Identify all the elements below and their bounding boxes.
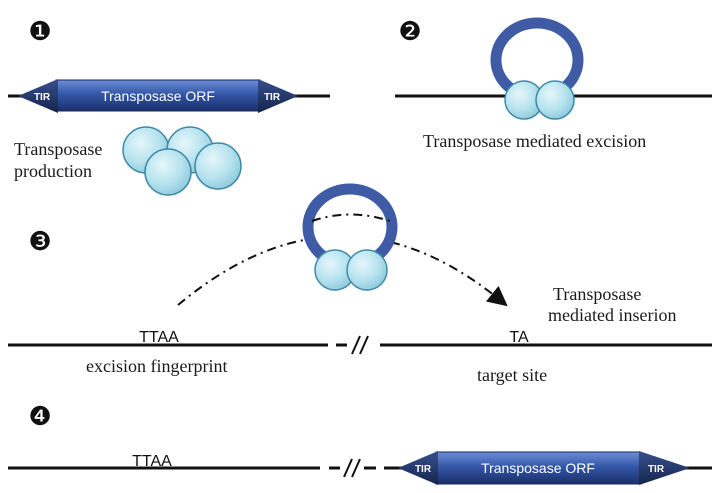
step-2-group: Transposase mediated excision <box>395 17 712 151</box>
tir-left-label-step1: TIR <box>34 92 51 103</box>
step-3-group: TTAA excision fingerprint TA target site… <box>8 183 712 385</box>
dna-break-mark-2a <box>343 458 353 478</box>
label-production-1: Transposase <box>14 139 102 159</box>
label-target-site: target site <box>477 365 547 385</box>
tir-right-label-step4: TIR <box>648 464 665 475</box>
label-fingerprint: excision fingerprint <box>86 356 227 376</box>
protein-step2-right <box>535 80 575 120</box>
transposase-proteins-step1 <box>122 126 242 196</box>
tir-left-step4 <box>398 451 438 485</box>
ttaa-step4-seq: TTAA <box>132 453 172 470</box>
ttaa-fingerprint-seq: TTAA <box>139 329 179 346</box>
step-4-group: TIR TIR Transposase ORF TTAA <box>8 451 712 485</box>
tir-left-step1 <box>18 79 58 113</box>
protein-step3-right <box>346 249 388 291</box>
dna-break-mark-2b <box>351 458 361 478</box>
step-3-marker: ❸ <box>28 226 51 256</box>
label-insertion-1: Transposase <box>553 284 641 304</box>
tir-right-label-step1: TIR <box>264 92 281 103</box>
dna-break-mark-1a <box>351 335 361 355</box>
protein-4 <box>194 142 242 190</box>
step-4-marker: ❹ <box>28 401 51 431</box>
step-1-group: TIR TIR Transposase ORF Transposase prod… <box>8 79 330 196</box>
transposase-orf-step4 <box>435 451 642 485</box>
ta-target-seq: TA <box>509 329 529 346</box>
protein-3 <box>144 148 192 196</box>
label-production-2: production <box>14 161 92 181</box>
tir-right-step1 <box>258 79 298 113</box>
orf-label-step4: Transposase ORF <box>481 460 595 476</box>
tir-right-step4 <box>639 451 690 485</box>
dna-break-mark-1b <box>359 335 369 355</box>
label-insertion-2: mediated inserion <box>548 305 676 325</box>
insertion-path-inner <box>311 213 391 222</box>
tir-left-label-step4: TIR <box>415 464 432 475</box>
label-excision: Transposase mediated excision <box>423 131 646 151</box>
step-1-marker: ❶ <box>28 16 51 46</box>
orf-label-step1: Transposase ORF <box>101 88 215 104</box>
step-2-marker: ❷ <box>398 16 421 46</box>
